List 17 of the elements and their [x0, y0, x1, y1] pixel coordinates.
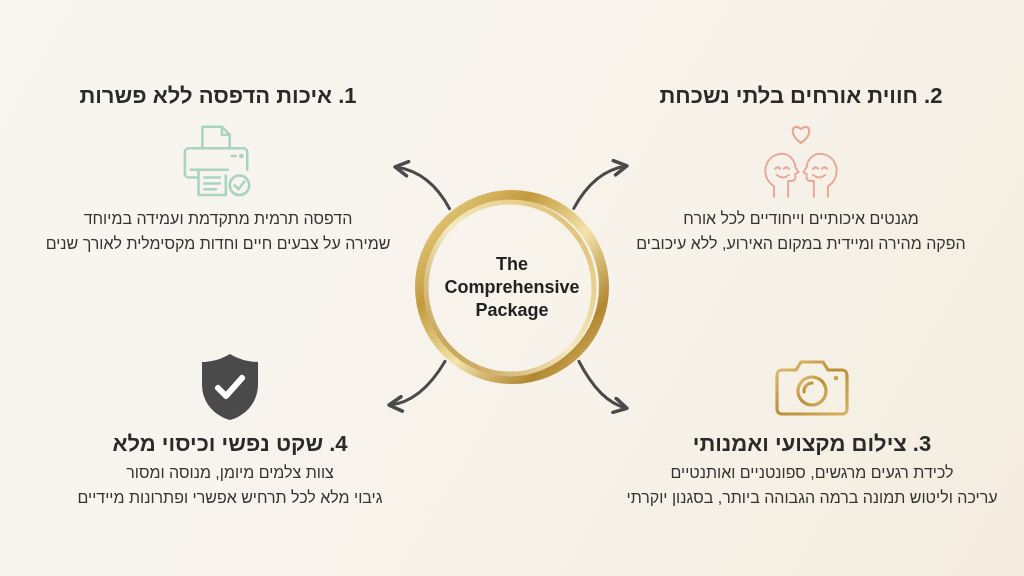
- item-description: שמירה על צבעים חיים וחדות מקסימלית לאורך שנים: [45, 234, 391, 254]
- item-heading: 4. שקט נפשי וכיסוי מלא: [112, 430, 348, 458]
- item-description: עריכה וליטוש תמונה ברמה הגבוהה ביותר, בסגנון יוקרתי: [626, 488, 998, 508]
- curved-arrow: [387, 359, 447, 413]
- curved-arrow: [577, 359, 629, 414]
- item-heading: 2. חווית אורחים בלתי נשכחת: [659, 82, 943, 110]
- curved-arrow: [393, 160, 452, 211]
- item-description: הפקה מהירה ומיידית במקום האירוע, ללא עיכובים: [636, 234, 966, 254]
- item-heading: 3. צילום מקצועי ואמנותי: [692, 430, 932, 458]
- item-description: צוות צלמים מיומן, מנוסה ומסור: [126, 463, 334, 483]
- item-description: הדפסה תרמית מתקדמת ועמידה במיוחד: [83, 209, 353, 229]
- item-description: גיבוי מלא לכל תרחיש אפשרי ופתרונות מיידיים: [77, 488, 383, 508]
- item-heading: 1. איכות הדפסה ללא פשרות: [79, 82, 357, 110]
- item-description: מגנטים איכותיים וייחודיים לכל אורח: [683, 209, 919, 229]
- item-description: לכידת רגעים מרגשים, ספונטניים ואותנטיים: [670, 463, 954, 483]
- center-title: The Comprehensive Package: [443, 252, 581, 322]
- curved-arrow: [572, 159, 629, 210]
